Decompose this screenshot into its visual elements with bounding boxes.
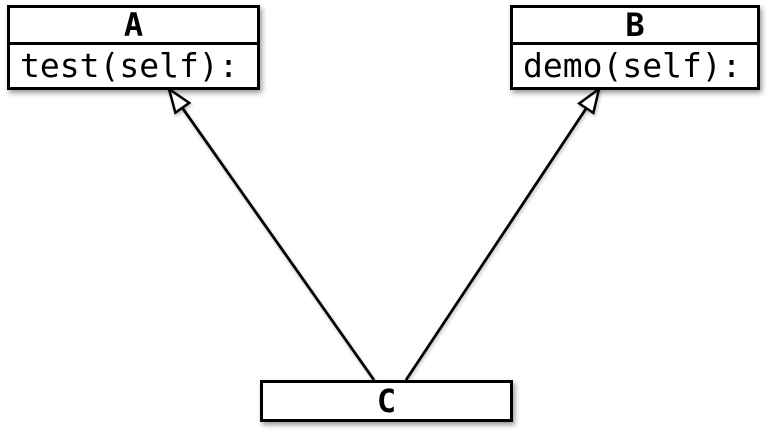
inheritance-line-c-to-b xyxy=(404,107,588,381)
hollow-triangle-arrowhead-a xyxy=(166,86,192,115)
class-name-a: A xyxy=(10,8,257,45)
class-method-a: test(self): xyxy=(20,46,239,85)
class-name-c: C xyxy=(376,382,397,420)
class-node-b: B demo(self): xyxy=(510,5,760,90)
class-node-a: A test(self): xyxy=(7,5,260,90)
inheritance-arrow-c-to-a xyxy=(166,86,376,381)
class-method-b: demo(self): xyxy=(523,46,742,85)
inheritance-arrow-c-to-b xyxy=(404,85,601,381)
class-node-c: C xyxy=(260,380,513,422)
inheritance-line-c-to-a xyxy=(181,107,376,381)
hollow-triangle-arrowhead-b xyxy=(577,85,601,115)
class-name-b: B xyxy=(513,8,757,45)
